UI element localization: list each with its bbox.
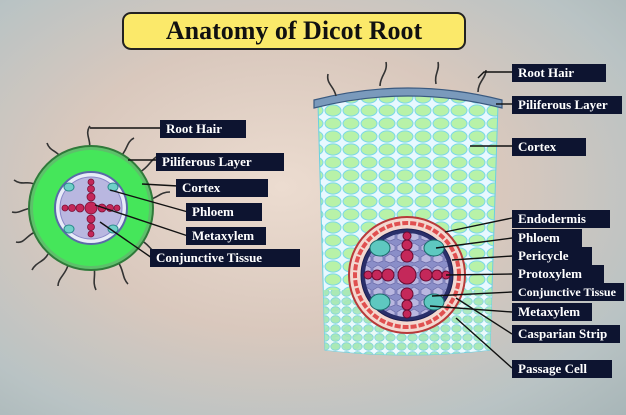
right-leader-lines bbox=[429, 71, 513, 369]
left-label-cortex: Cortex bbox=[176, 179, 268, 197]
left-label-metaxylem: Metaxylem bbox=[186, 227, 266, 245]
right-label-root-hair: Root Hair bbox=[512, 64, 606, 82]
left-phloem-patches bbox=[63, 182, 119, 234]
right-label-pericycle: Pericycle bbox=[512, 247, 592, 265]
right-label-metaxylem: Metaxylem bbox=[512, 303, 592, 321]
left-label-conjunctive-tissue: Conjunctive Tissue bbox=[150, 249, 300, 267]
right-label-protoxylem: Protoxylem bbox=[512, 265, 604, 283]
right-label-casparian-strip: Casparian Strip bbox=[512, 325, 620, 343]
left-label-phloem: Phloem bbox=[186, 203, 262, 221]
right-label-piliferous-layer: Piliferous Layer bbox=[512, 96, 622, 114]
right-label-endodermis: Endodermis bbox=[512, 210, 610, 228]
right-label-conjunctive-tissue: Conjunctive Tissue bbox=[512, 283, 624, 301]
right-label-cortex: Cortex bbox=[512, 138, 586, 156]
right-label-phloem: Phloem bbox=[512, 229, 582, 247]
right-label-passage-cell: Passage Cell bbox=[512, 360, 612, 378]
left-label-root-hair: Root Hair bbox=[160, 120, 246, 138]
left-label-piliferous-layer: Piliferous Layer bbox=[156, 153, 284, 171]
right-xylem-cross bbox=[363, 231, 451, 319]
right-piliferous-layer bbox=[313, 87, 503, 109]
right-phloem-patches bbox=[369, 239, 445, 311]
diagram-title: Anatomy of Dicot Root bbox=[122, 12, 466, 50]
